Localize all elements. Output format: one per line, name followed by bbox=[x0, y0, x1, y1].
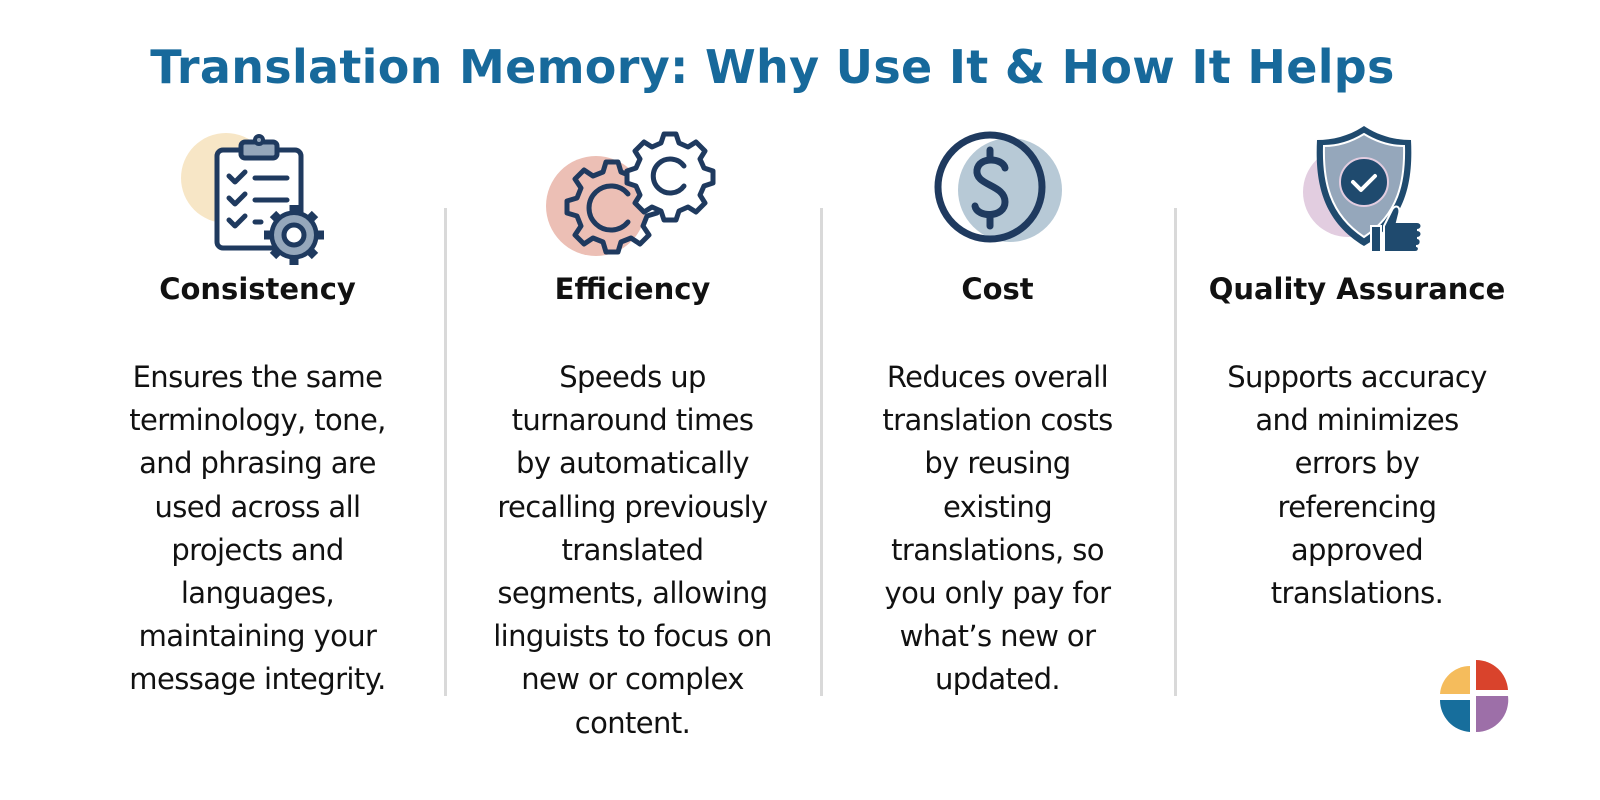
shield-check-thumbs-up-icon bbox=[1192, 120, 1522, 270]
company-logo bbox=[1436, 659, 1512, 740]
column-consistency: Consistency Ensures the same terminology… bbox=[100, 120, 415, 696]
column-heading: Quality Assurance bbox=[1208, 272, 1506, 306]
quadrant-circle-logo bbox=[1439, 659, 1509, 733]
column-divider bbox=[820, 208, 823, 696]
column-heading: Cost bbox=[961, 272, 1034, 306]
clipboard-gear-icon bbox=[100, 120, 415, 270]
column-description: Ensures the same terminology, tone, and … bbox=[129, 360, 386, 697]
dollar-coin-icon bbox=[840, 120, 1155, 270]
column-divider bbox=[444, 208, 447, 696]
column-heading: Consistency bbox=[159, 272, 356, 306]
page-title: Translation Memory: Why Use It & How It … bbox=[150, 40, 1395, 94]
column-description: Reduces overall translation costs by reu… bbox=[882, 360, 1113, 697]
column-description: Speeds up turnaround times by automatica… bbox=[493, 360, 772, 740]
gears-icon bbox=[470, 120, 795, 270]
column-heading: Efficiency bbox=[554, 272, 711, 306]
column-efficiency: Efficiency Speeds up turnaround times by… bbox=[470, 120, 795, 740]
column-description: Supports accuracy and minimizes errors b… bbox=[1227, 360, 1487, 611]
column-divider bbox=[1174, 208, 1177, 696]
column-quality-assurance: Quality Assurance Supports accuracy and … bbox=[1192, 120, 1522, 610]
column-cost: Cost Reduces overall translation costs b… bbox=[840, 120, 1155, 696]
